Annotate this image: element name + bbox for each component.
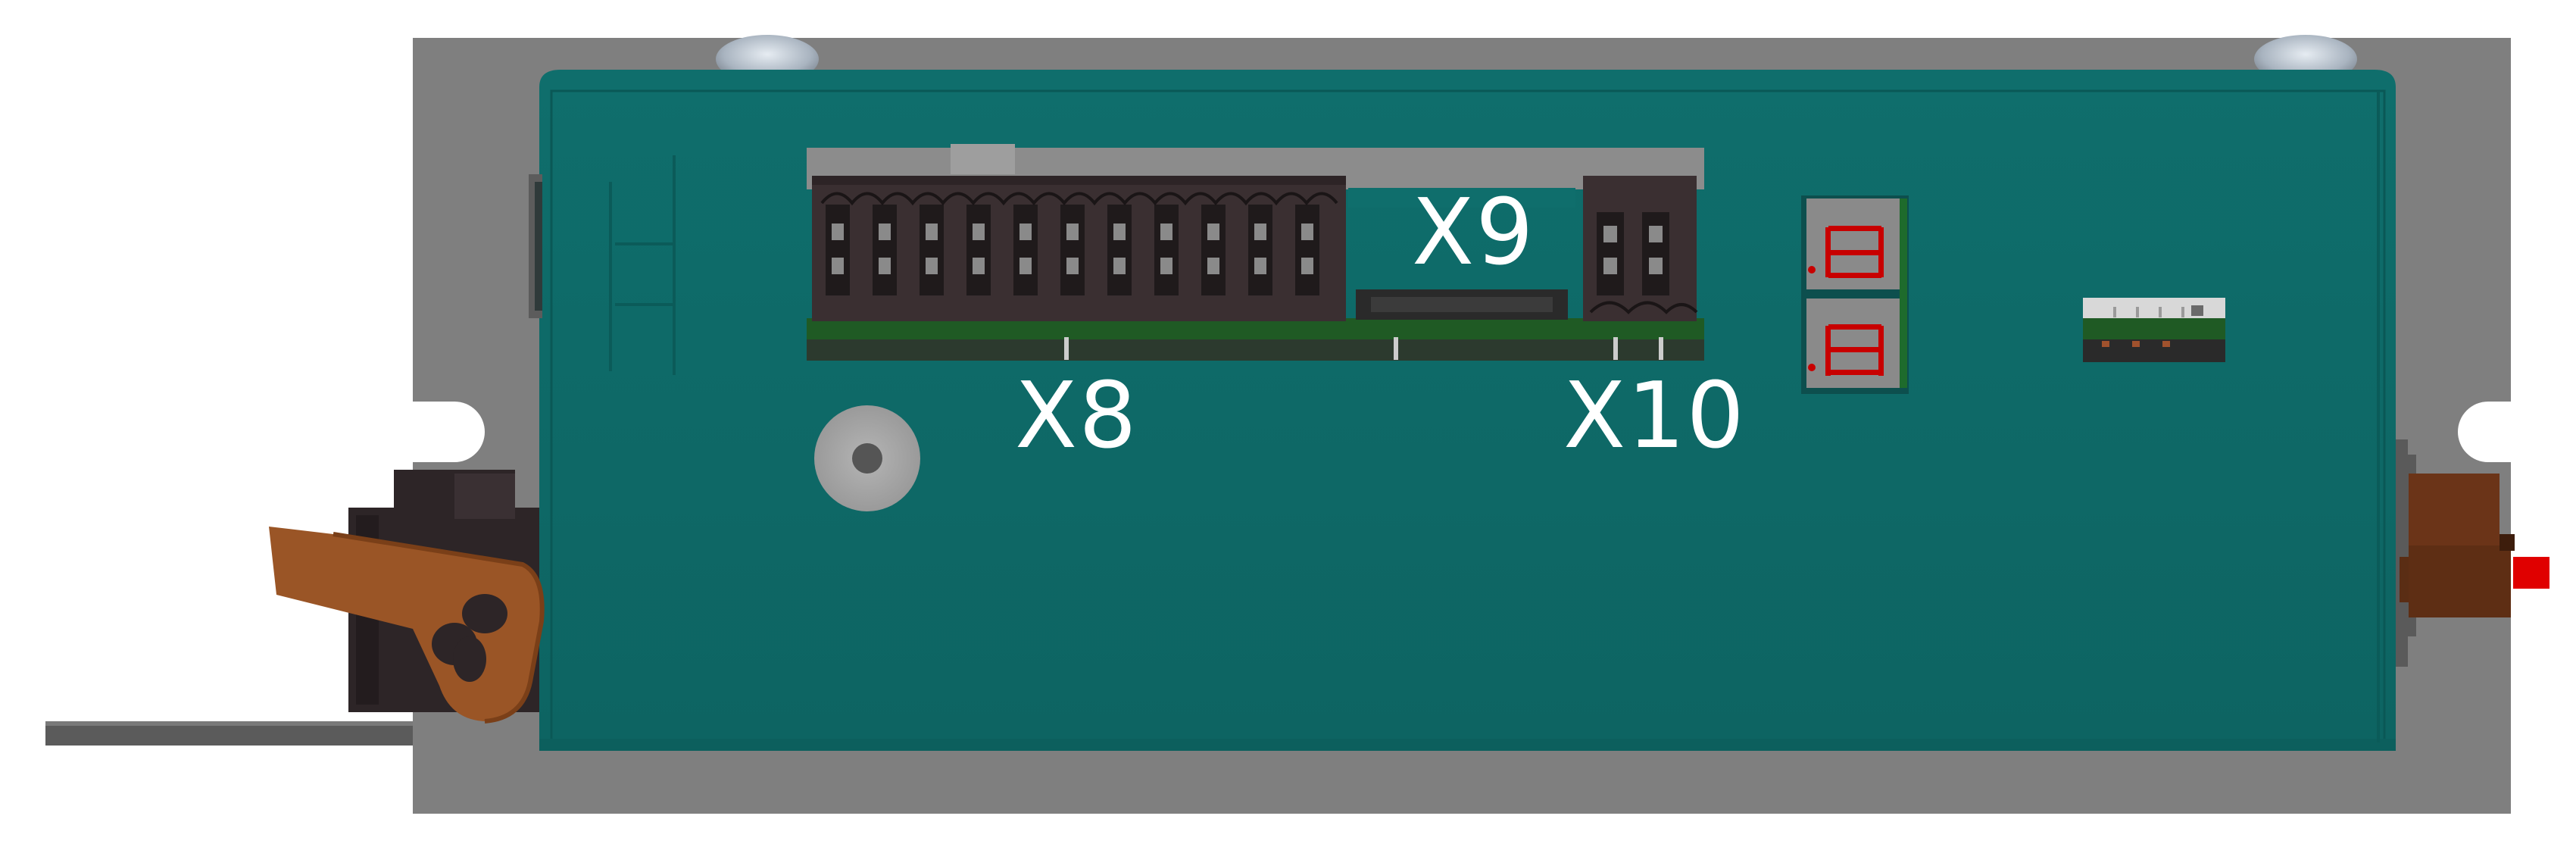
standoff: [814, 405, 920, 511]
terminal-icon: [2400, 455, 2549, 636]
connector-label-x9: X9: [1412, 180, 1535, 286]
connector-icon: [812, 176, 1346, 321]
pcb-board: [807, 144, 1704, 361]
lever-icon: [269, 527, 545, 724]
connector-label-x8: X8: [1015, 364, 1138, 469]
connector-label-x10: X10: [1563, 364, 1746, 469]
dip-switch-icon: [2083, 298, 2225, 362]
seven-segment-icon: [1801, 195, 1909, 394]
connector-icon: [1577, 148, 1704, 321]
